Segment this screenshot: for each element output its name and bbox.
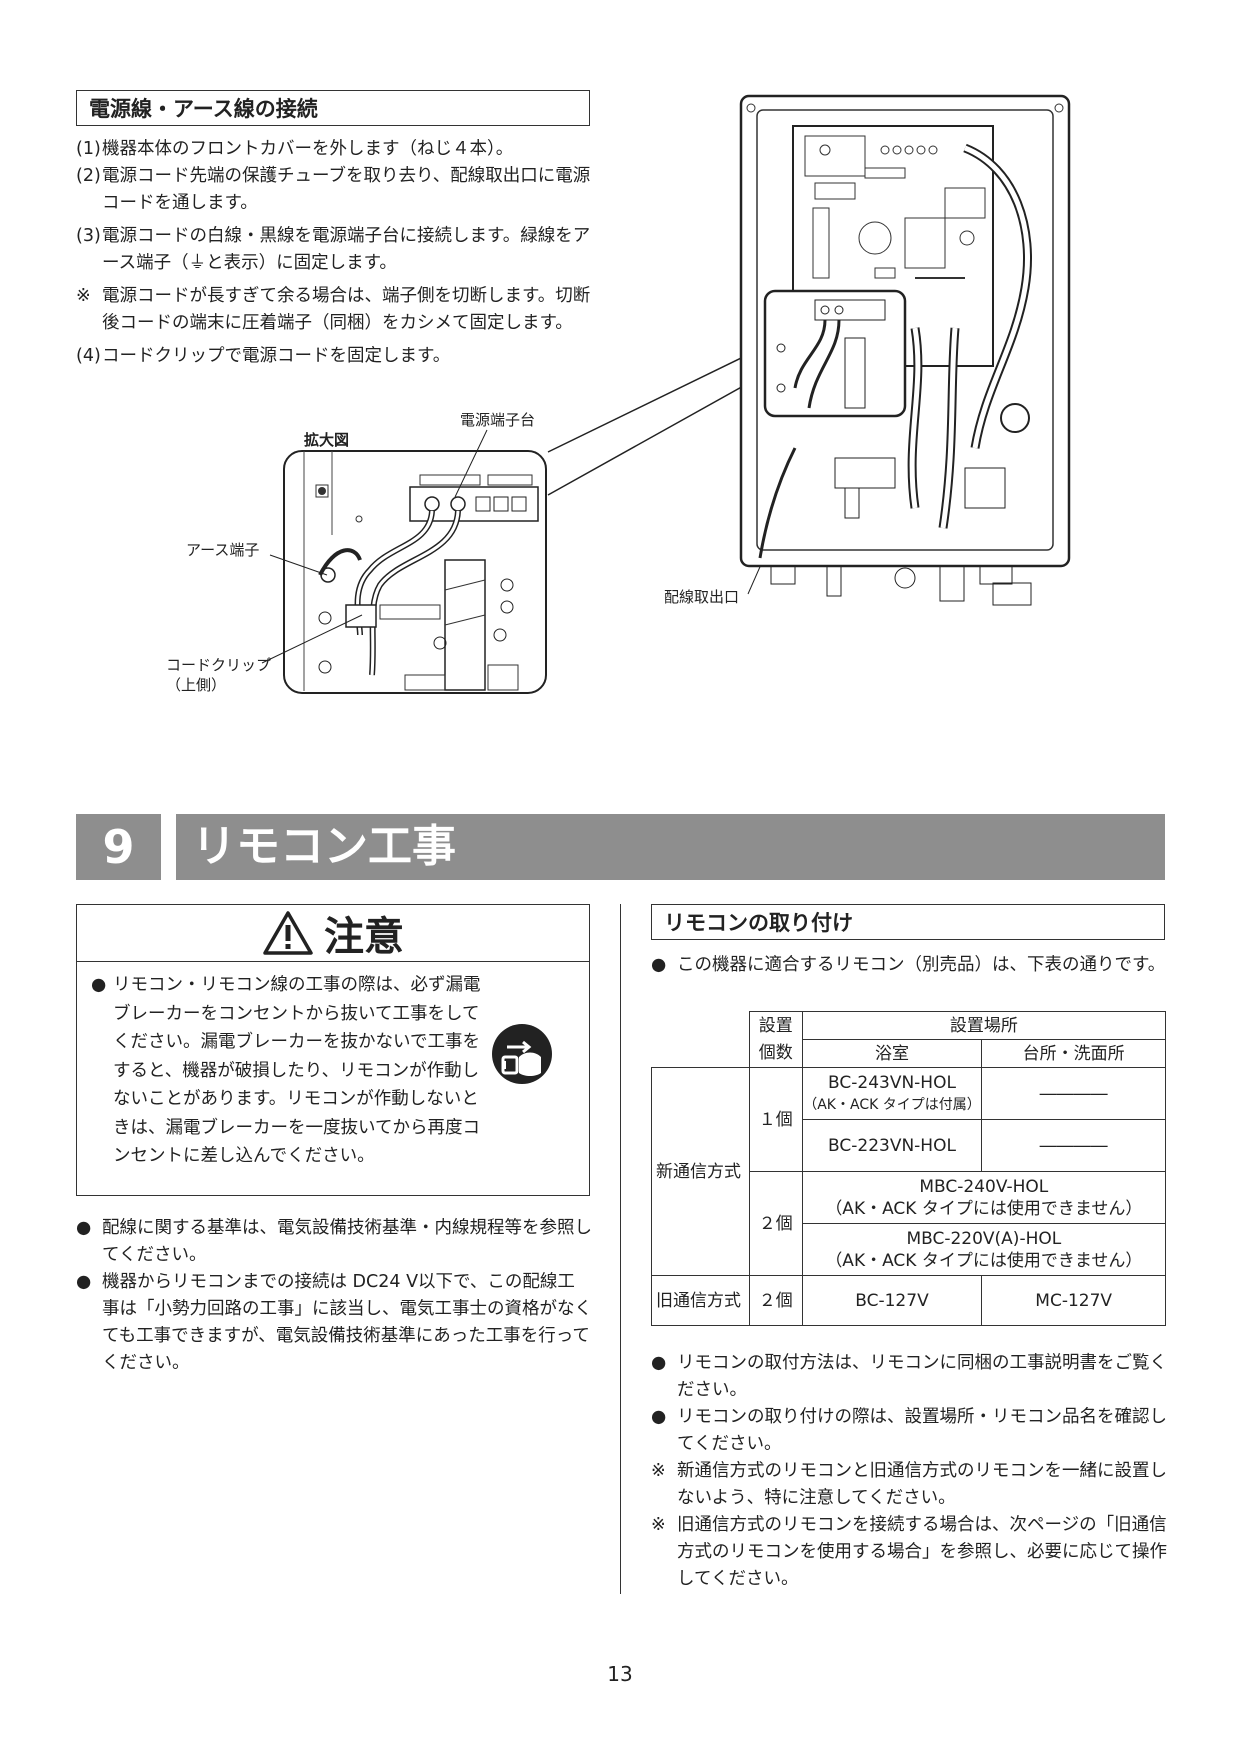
list-item: ●機器からリモコンまでの接続は DC24 V以下で、この配線工事は「小勢力回路の… — [76, 1272, 592, 1373]
table-cell: BC-243VN-HOL （AK・ACK タイプは付属） — [801, 1067, 983, 1120]
unplug-icon — [492, 1024, 552, 1084]
caution-title: 注意 — [324, 914, 404, 960]
table-cell: ２個 — [748, 1275, 803, 1326]
caution-body: ● リモコン・リモコン線の工事の際は、必ず漏電ブレーカーをコンセントから抜いて工事… — [91, 971, 491, 1171]
new-method-cell: 新通信方式 — [651, 1067, 750, 1276]
list-item: ●リモコンの取り付けの際は、設置場所・リモコン品名を確認してください。 — [651, 1407, 1167, 1454]
water-heater-unit-illustration — [739, 94, 1071, 606]
table-cell: ―――― — [981, 1067, 1166, 1120]
chapter-band: 9 リモコン工事 — [76, 814, 1165, 880]
wiring-steps: (1)機器本体のフロントカバーを外します（ねじ４本）。 (2)電源コード先端の保… — [76, 136, 592, 370]
column-divider — [620, 904, 621, 1594]
header-count-bottom: 個数 — [748, 1039, 803, 1068]
header-bath: 浴室 — [801, 1039, 983, 1068]
list-item: ※新通信方式のリモコンと旧通信方式のリモコンを一緒に設置しないよう、特に注意して… — [651, 1461, 1167, 1508]
wiring-standards-notes: ●配線に関する基準は、電気設備技術基準・内線規程等を参照してください。 ●機器か… — [76, 1215, 592, 1377]
leader-lines — [261, 342, 773, 664]
remote-compatibility-table: 設置 設置場所 個数 浴室 台所・洗面所 新通信方式 １個 BC-243VN-H… — [651, 1011, 1167, 1326]
caution-box: 注意 ● リモコン・リモコン線の工事の際は、必ず漏電ブレーカーをコンセントから抜い… — [76, 904, 590, 1196]
cord-clip-sub-label: （上側） — [166, 676, 227, 694]
table-cell: BC-223VN-HOL — [801, 1119, 983, 1172]
remote-notes: ●リモコンの取付方法は、リモコンに同梱の工事説明書をご覧ください。 ●リモコンの… — [651, 1350, 1167, 1593]
wiring-note: ※電源コードが長すぎて余る場合は、端子側を切断します。切断後コードの端末に圧着端… — [76, 286, 591, 333]
bullet: ● — [91, 975, 107, 995]
wiring-step: (4)コードクリップで電源コードを固定します。 — [76, 346, 451, 366]
terminal-block-label: 電源端子台 — [460, 411, 536, 429]
old-method-cell: 旧通信方式 — [651, 1275, 750, 1326]
two-units-cell: ２個 — [748, 1171, 803, 1276]
page-number: 13 — [607, 1662, 633, 1686]
chapter-number: 9 — [76, 814, 161, 880]
table-cell: MBC-220V(A)-HOL （AK・ACK タイプには使用できません） — [801, 1223, 1167, 1276]
list-item: ※旧通信方式のリモコンを接続する場合は、次ページの「旧通信方式のリモコンを使用す… — [651, 1515, 1167, 1589]
list-item: ●リモコンの取付方法は、リモコンに同梱の工事説明書をご覧ください。 — [651, 1353, 1167, 1400]
warning-triangle-icon — [263, 911, 313, 955]
earth-terminal-label: アース端子 — [186, 541, 260, 559]
wiring-step: (1)機器本体のフロントカバーを外します（ねじ４本）。 — [76, 139, 514, 159]
table-cell: ―――― — [981, 1119, 1166, 1172]
zoom-label: 拡大図 — [304, 431, 350, 449]
wiring-step: (2)電源コード先端の保護チューブを取り去り、配線取出口に電源コードを通します。 — [76, 166, 591, 213]
header-kitchen: 台所・洗面所 — [981, 1039, 1166, 1068]
cord-clip-label: コードクリップ — [166, 656, 272, 674]
caution-text: リモコン・リモコン線の工事の際は、必ず漏電ブレーカーをコンセントから抜いて工事を… — [113, 975, 481, 1166]
table-cell: MBC-240V-HOL （AK・ACK タイプには使用できません） — [801, 1171, 1167, 1224]
remote-intro: ●この機器に適合するリモコン（別売品）は、下表の通りです。 — [651, 955, 1166, 975]
table-cell: BC-127V — [801, 1275, 983, 1326]
remote-section-heading: リモコンの取り付け — [651, 904, 1165, 940]
one-unit-cell: １個 — [748, 1067, 803, 1172]
wire-outlet-label: 配線取出口 — [664, 588, 740, 606]
caution-header: 注意 — [77, 905, 589, 962]
wiring-step: (3)電源コードの白線・黒線を電源端子台に接続します。緑線をアース端子（⏚と表示… — [76, 226, 591, 273]
header-count-top: 設置 — [748, 1011, 803, 1040]
header-place: 設置場所 — [801, 1011, 1167, 1040]
wiring-section-heading: 電源線・アース線の接続 — [76, 90, 590, 126]
table-cell: MC-127V — [981, 1275, 1166, 1326]
list-item: ●配線に関する基準は、電気設備技術基準・内線規程等を参照してください。 — [76, 1218, 592, 1265]
chapter-title: リモコン工事 — [176, 814, 1165, 880]
enlarged-view-illustration — [283, 450, 547, 694]
